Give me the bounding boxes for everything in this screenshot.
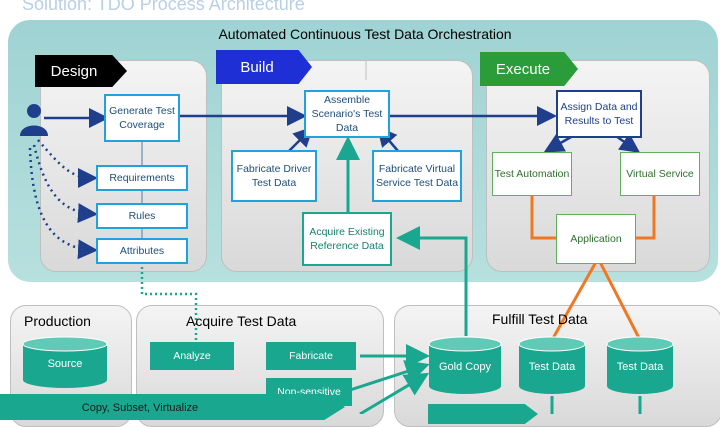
person-icon — [20, 104, 48, 136]
person-dotted-arrows — [28, 139, 98, 260]
rules-box: Rules — [96, 203, 188, 229]
orchestration-title: Automated Continuous Test Data Orchestra… — [218, 26, 512, 42]
fabricate-driver-label: Fabricate Driver Test Data — [236, 163, 312, 189]
fabricate-driver-box: Fabricate Driver Test Data — [231, 150, 317, 202]
phase-build-label: Build — [240, 58, 274, 76]
acquire-existing-box: Acquire Existing Reference Data — [302, 212, 392, 266]
assemble-label: Assemble Scenario's Test Data — [311, 94, 383, 134]
test-data-2-database-icon — [606, 336, 674, 394]
fabricate-acquire-label: Fabricate — [289, 350, 333, 362]
requirements-label: Requirements — [109, 172, 175, 184]
application-box: Application — [556, 214, 636, 264]
fabricate-virtual-label: Fabricate Virtual Service Test Data — [375, 163, 459, 189]
test-automation-label: Test Automation — [494, 168, 570, 180]
assign-box: Assign Data and Results to Test — [556, 90, 642, 138]
application-label: Application — [570, 233, 622, 245]
production-title: Production — [24, 313, 91, 329]
virtual-service-box: Virtual Service — [620, 152, 700, 196]
phase-execute-label: Execute — [495, 60, 551, 78]
phase-build-badge: Build — [216, 50, 312, 84]
generate-test-coverage-box: Generate Test Coverage — [104, 94, 180, 142]
assign-label: Assign Data and Results to Test — [560, 101, 638, 127]
requirements-box: Requirements — [96, 165, 188, 191]
attributes-box: Attributes — [96, 238, 188, 264]
rules-label: Rules — [128, 210, 156, 222]
analyze-label: Analyze — [173, 350, 211, 362]
phase-execute-badge: Execute — [480, 52, 578, 86]
virtual-service-label: Virtual Service — [626, 168, 694, 180]
test-data-1-label: Test Data — [528, 361, 576, 373]
test-data-1-database-icon — [518, 336, 586, 394]
fabricate-acquire-box: Fabricate — [266, 342, 356, 370]
analyze-box: Analyze — [150, 342, 234, 370]
gold-copy-database-icon — [428, 336, 502, 394]
phase-design-label: Design — [50, 62, 98, 80]
phase-design-badge: Design — [35, 55, 127, 87]
fabricate-virtual-box: Fabricate Virtual Service Test Data — [372, 150, 462, 202]
acquire-existing-label: Acquire Existing Reference Data — [309, 226, 385, 252]
acquire-title: Acquire Test Data — [186, 313, 297, 329]
page-title: Solution: TDO Process Architecture — [22, 0, 305, 14]
generate-test-coverage-label: Generate Test Coverage — [109, 105, 175, 131]
fulfill-bottom-arrow — [428, 404, 538, 424]
test-automation-box: Test Automation — [492, 152, 572, 196]
source-database-icon — [22, 336, 108, 388]
source-label: Source — [47, 358, 83, 370]
attributes-label: Attributes — [119, 245, 165, 257]
gold-copy-label: Gold Copy — [439, 361, 491, 373]
copy-subset-label: Copy, Subset, Virtualize — [81, 402, 199, 414]
fulfill-title: Fulfill Test Data — [492, 311, 588, 327]
assemble-box: Assemble Scenario's Test Data — [304, 90, 390, 138]
test-data-2-label: Test Data — [616, 361, 664, 373]
